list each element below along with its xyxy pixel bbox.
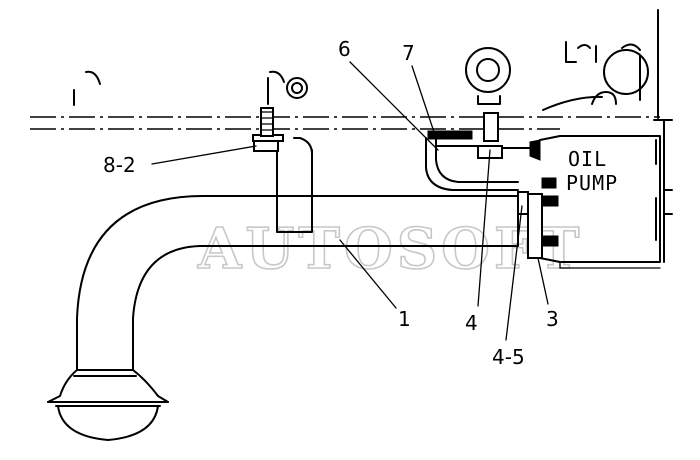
pipe-flange <box>517 177 559 259</box>
callout-3: 3 <box>546 307 559 331</box>
oil-strainer <box>47 369 169 441</box>
oil-pump-body <box>539 119 673 269</box>
callout-4-5: 4-5 <box>492 345 525 369</box>
engine-outline-fragments <box>73 9 659 119</box>
callout-1: 1 <box>398 307 411 331</box>
callout-4: 4 <box>465 311 478 335</box>
callout-7: 7 <box>402 41 415 65</box>
callout-6: 6 <box>338 37 351 61</box>
callout-8-2: 8-2 <box>103 153 136 177</box>
watermark-text: AUTOSOFT <box>197 216 583 282</box>
oil-pump-label-line1: OIL <box>568 147 607 171</box>
support-strap <box>425 112 541 191</box>
oil-pump-label-line2: PUMP <box>566 171 618 195</box>
pipe-bracket <box>252 107 313 233</box>
center-lines <box>30 116 660 130</box>
leader-lines <box>151 61 549 341</box>
